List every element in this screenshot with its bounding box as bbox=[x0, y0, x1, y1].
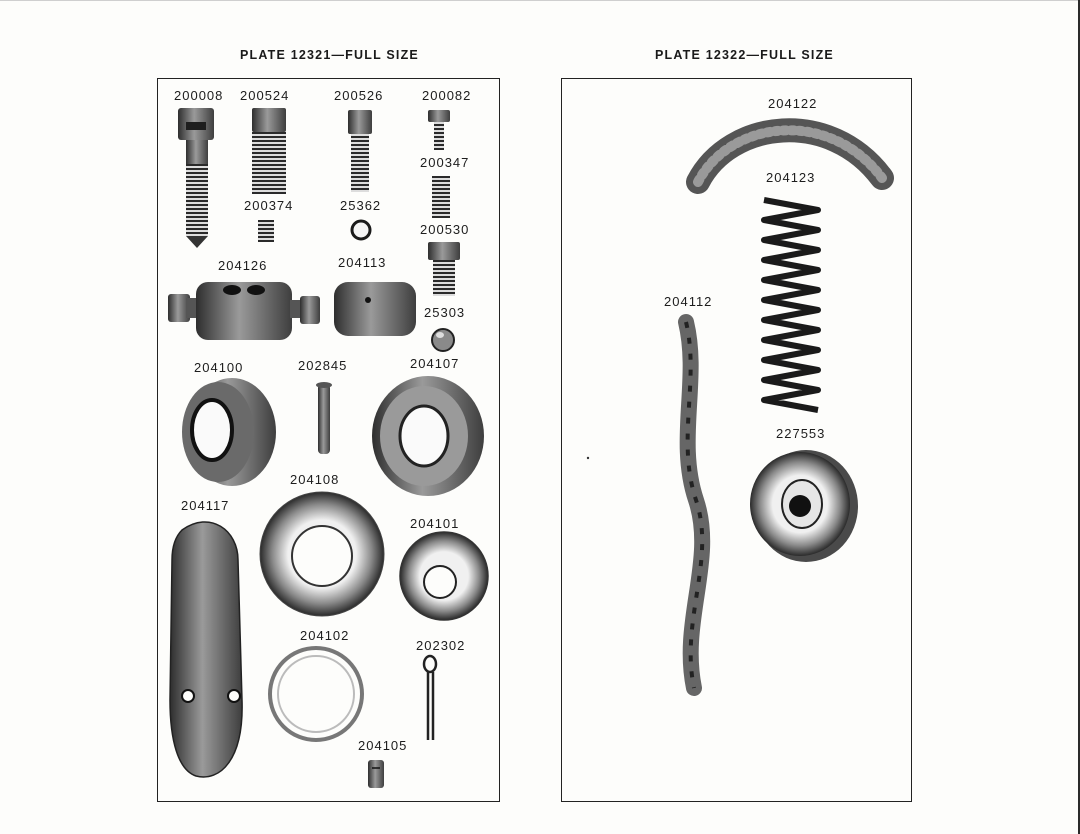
part-number-label: 200524 bbox=[240, 88, 290, 103]
part-200347 bbox=[432, 176, 450, 218]
part-number-label: 204113 bbox=[338, 255, 387, 270]
part-number-label: 200347 bbox=[420, 155, 470, 170]
part-204126 bbox=[168, 282, 320, 340]
part-204107 bbox=[372, 376, 484, 496]
part-number-label: 204117 bbox=[181, 498, 230, 513]
plate-title-left: PLATE 12321—FULL SIZE bbox=[240, 48, 419, 62]
part-204105 bbox=[368, 760, 384, 788]
part-200524 bbox=[252, 108, 286, 194]
part-number-label: 200008 bbox=[174, 88, 224, 103]
part-25303 bbox=[431, 328, 455, 352]
part-number-label: 204108 bbox=[290, 472, 340, 487]
part-202845 bbox=[316, 382, 332, 454]
part-number-label: 204107 bbox=[410, 356, 460, 371]
part-204101 bbox=[399, 531, 489, 621]
part-227553 bbox=[750, 450, 858, 562]
part-number-label: 204105 bbox=[358, 738, 408, 753]
part-number-label: 204123 bbox=[766, 170, 816, 185]
part-number-label: 200082 bbox=[422, 88, 472, 103]
part-number-label: 204126 bbox=[218, 258, 268, 273]
part-number-label: 204102 bbox=[300, 628, 350, 643]
part-number-label: 25303 bbox=[424, 305, 466, 320]
part-204123 bbox=[761, 197, 821, 413]
part-202302 bbox=[422, 654, 438, 740]
part-200526 bbox=[348, 110, 372, 192]
part-204100 bbox=[182, 378, 276, 486]
part-204117 bbox=[169, 521, 243, 778]
part-204113 bbox=[334, 282, 416, 336]
part-200008 bbox=[178, 108, 214, 248]
page-top-edge bbox=[0, 0, 1080, 1]
part-number-label: 204100 bbox=[194, 360, 244, 375]
plate-frame-left bbox=[157, 78, 500, 802]
part-number-label: 25362 bbox=[340, 198, 382, 213]
part-number-label: 200526 bbox=[334, 88, 384, 103]
part-number-label: 204101 bbox=[410, 516, 460, 531]
part-200082 bbox=[428, 110, 450, 150]
part-number-label: 200374 bbox=[244, 198, 294, 213]
part-number-label: 227553 bbox=[776, 426, 826, 441]
part-204102 bbox=[268, 646, 364, 742]
page-right-edge bbox=[1078, 0, 1080, 834]
part-number-label: 200530 bbox=[420, 222, 470, 237]
part-number-label: 204112 bbox=[664, 294, 713, 309]
part-204122 bbox=[686, 118, 894, 194]
part-25362 bbox=[350, 219, 372, 241]
part-number-label: 202845 bbox=[298, 358, 348, 373]
part-204108 bbox=[259, 491, 385, 617]
part-200530 bbox=[428, 242, 460, 296]
part-number-label: 204122 bbox=[768, 96, 818, 111]
part-204112 bbox=[678, 314, 711, 696]
part-200374 bbox=[258, 220, 274, 242]
plate-title-right: PLATE 12322—FULL SIZE bbox=[655, 48, 834, 62]
plate-frame-right bbox=[561, 78, 912, 802]
part-number-label: 202302 bbox=[416, 638, 466, 653]
